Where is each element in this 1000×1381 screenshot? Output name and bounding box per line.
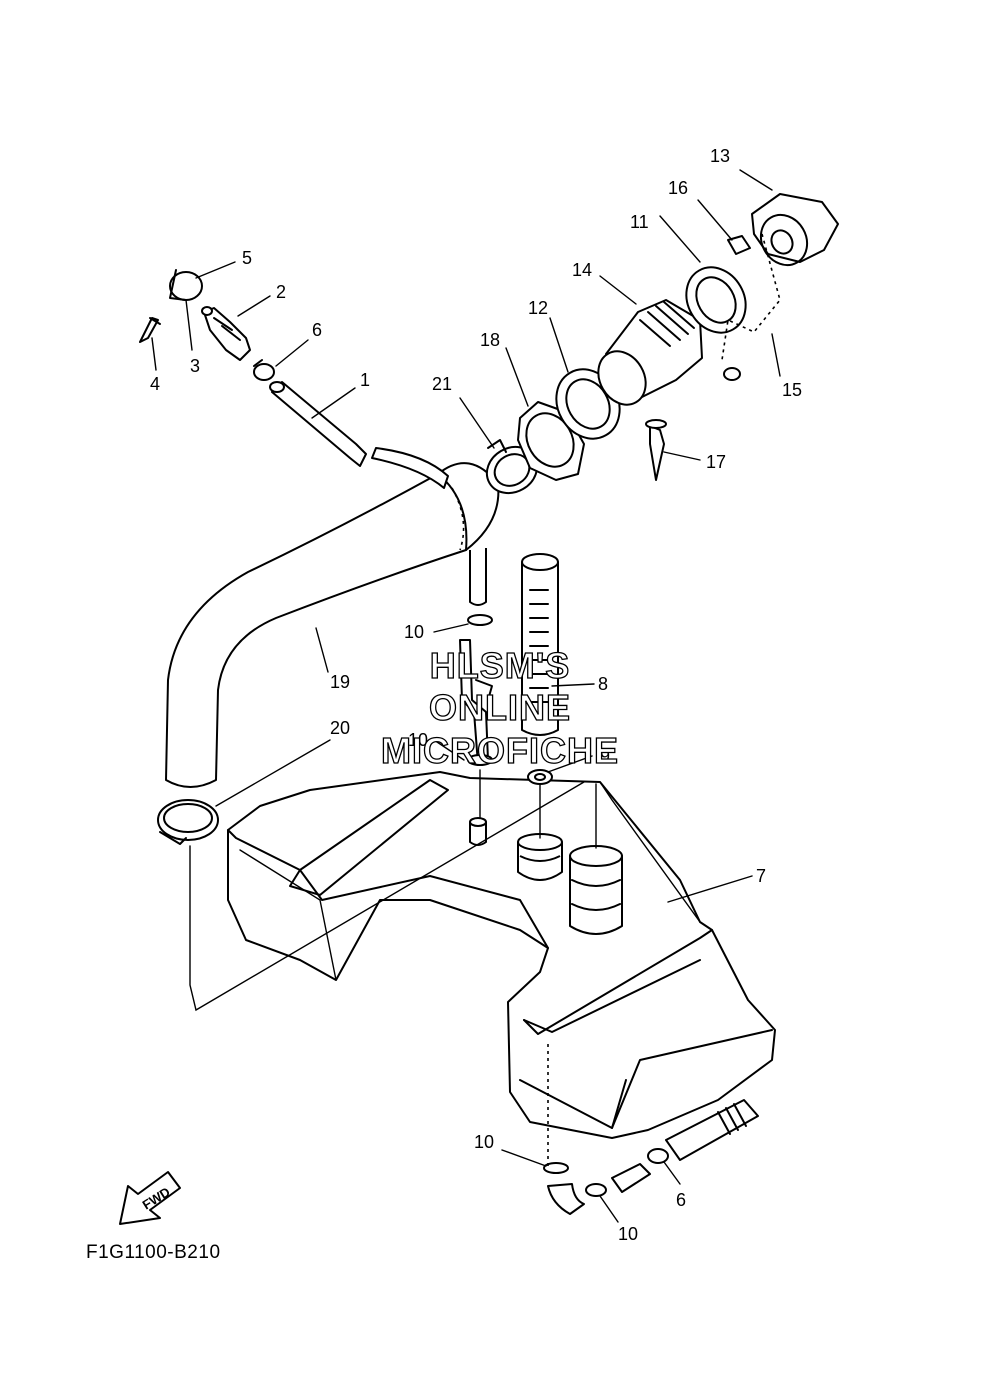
fuel-strainer — [521, 553, 559, 785]
callout-15: 15 — [782, 380, 802, 400]
callout-20: 20 — [330, 718, 350, 738]
callout-6-upper: 6 — [312, 320, 322, 340]
callout-21: 21 — [432, 374, 452, 394]
callout-6-lower: 6 — [676, 1190, 686, 1210]
callout-19: 19 — [330, 672, 350, 692]
hose-clamp-large — [157, 799, 219, 845]
watermark: HLSM'S ONLINE MICROFICHE — [380, 644, 619, 771]
callout-1: 1 — [360, 370, 370, 390]
assembly-guide-lines — [189, 769, 597, 1166]
callout-10-upper: 10 — [404, 622, 424, 642]
check-valve — [201, 306, 251, 361]
watermark-line-3: MICROFICHE — [381, 730, 619, 771]
callout-8: 8 — [598, 674, 608, 694]
callout-3: 3 — [190, 356, 200, 376]
callout-10-middle: 10 — [408, 730, 428, 750]
callout-18: 18 — [480, 330, 500, 350]
filler-neck-assembly — [485, 193, 839, 495]
figure-code: F1G1100-B210 — [86, 1242, 221, 1263]
fuel-tank — [227, 771, 776, 1139]
callout-2: 2 — [276, 282, 286, 302]
clamp-and-pin — [139, 269, 203, 343]
callout-12: 12 — [528, 298, 548, 318]
watermark-line-1: HLSM'S — [430, 645, 571, 686]
lower-fuel-fittings — [543, 1099, 759, 1215]
callout-10-lower-right: 10 — [618, 1224, 638, 1244]
callout-9: 9 — [600, 746, 610, 766]
callout-11: 11 — [630, 212, 649, 232]
callout-7: 7 — [756, 866, 766, 886]
callout-5: 5 — [242, 248, 252, 268]
hose-clamp-upper — [253, 359, 275, 381]
forward-direction-arrow: FWD — [119, 1171, 181, 1225]
callout-13: 13 — [710, 146, 730, 166]
callout-4: 4 — [150, 374, 160, 394]
callout-14: 14 — [572, 260, 592, 280]
callout-17: 17 — [706, 452, 726, 472]
callout-labels: 1 2 3 4 5 6 6 7 8 9 10 10 10 10 11 12 13… — [150, 146, 802, 1244]
watermark-line-2: ONLINE — [429, 687, 571, 728]
fuel-line — [459, 614, 493, 766]
vent-hose — [269, 381, 449, 489]
callout-10-lower-left: 10 — [474, 1132, 494, 1152]
callout-16: 16 — [668, 178, 688, 198]
leader-lines — [151, 169, 781, 1223]
